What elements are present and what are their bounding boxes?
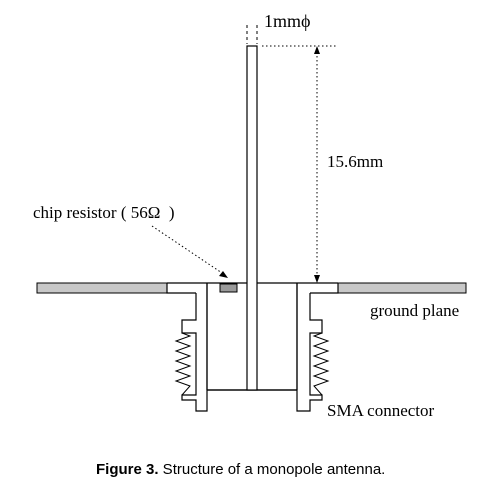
caption-text: Structure of a monopole antenna.: [159, 461, 386, 478]
resistor-leader-line: [151, 225, 226, 276]
ground-plane-left: [36, 282, 168, 294]
connector-body-right: [296, 283, 323, 412]
diameter-label: 1mmϕ: [264, 11, 310, 31]
height-arrow-top: [314, 46, 320, 54]
chip-resistor-label: chip resistor ( 56Ω ): [33, 203, 175, 222]
resistor-leader-arrow: [219, 271, 228, 278]
height-label: 15.6mm: [327, 152, 383, 171]
spring-left: [174, 332, 192, 396]
connector-body-left: [181, 283, 208, 412]
sma-connector-label: SMA connector: [327, 401, 435, 420]
monopole-rod: [246, 45, 258, 391]
ground-plane-right: [337, 282, 467, 294]
chip-resistor: [219, 283, 238, 293]
figure-caption: Figure 3. Structure of a monopole antenn…: [96, 461, 385, 478]
spring-right: [312, 332, 330, 396]
ground-plane-label: ground plane: [370, 301, 459, 320]
caption-prefix: Figure 3.: [96, 461, 159, 478]
height-arrow-bottom: [314, 275, 320, 283]
